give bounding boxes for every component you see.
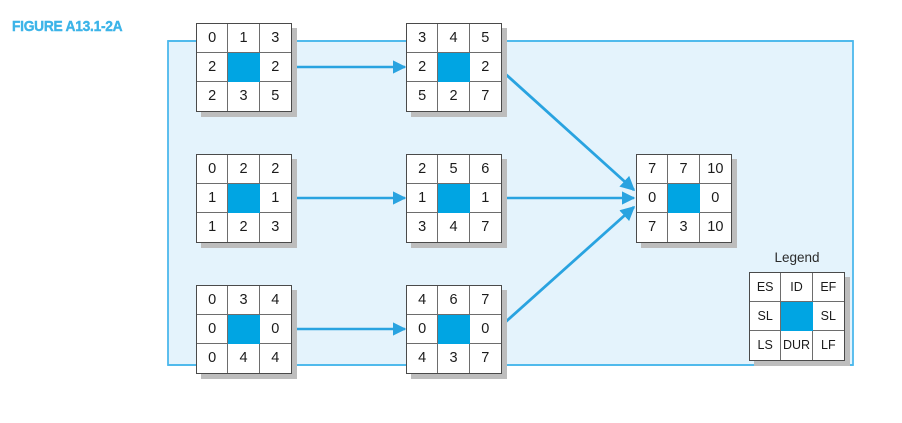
node-2-dur: 2 xyxy=(228,213,260,242)
activity-node-6[interactable]: 4 6 7 0 0 4 3 7 xyxy=(406,285,502,374)
node-7-dur: 3 xyxy=(668,213,700,242)
node-1-body xyxy=(228,53,260,82)
node-4-id: 4 xyxy=(438,24,470,53)
activity-node-4[interactable]: 3 4 5 2 2 5 2 7 xyxy=(406,23,502,112)
node-2-ef: 2 xyxy=(259,155,291,184)
node-1-id: 1 xyxy=(228,24,260,53)
node-7-sl-right: 0 xyxy=(699,184,731,213)
node-7-lf: 10 xyxy=(699,213,731,242)
node-6-ls: 4 xyxy=(407,344,439,373)
node-1-lf: 5 xyxy=(259,82,291,111)
node-7-body xyxy=(668,184,700,213)
node-4-sl-right: 2 xyxy=(469,53,501,82)
node-2-es: 0 xyxy=(197,155,229,184)
node-2-lf: 3 xyxy=(259,213,291,242)
node-4-ef: 5 xyxy=(469,24,501,53)
node-7-sl-left: 0 xyxy=(637,184,669,213)
node-6-ef: 7 xyxy=(469,286,501,315)
node-6-es: 4 xyxy=(407,286,439,315)
activity-node-7[interactable]: 7 7 10 0 0 7 3 10 xyxy=(636,154,732,243)
node-1-ls: 2 xyxy=(197,82,229,111)
node-2-sl-right: 1 xyxy=(259,184,291,213)
node-4-sl-left: 2 xyxy=(407,53,439,82)
node-5-sl-left: 1 xyxy=(407,184,439,213)
legend-cell-es: ES xyxy=(750,273,782,302)
legend-cell-dur: DUR xyxy=(781,331,813,360)
node-3-body xyxy=(228,315,260,344)
node-5-body xyxy=(438,184,470,213)
node-4-lf: 7 xyxy=(469,82,501,111)
legend-cell-body xyxy=(781,302,813,331)
activity-node-1[interactable]: 0 1 3 2 2 2 3 5 xyxy=(196,23,292,112)
activity-node-2[interactable]: 0 2 2 1 1 1 2 3 xyxy=(196,154,292,243)
node-5-dur: 4 xyxy=(438,213,470,242)
node-2-ls: 1 xyxy=(197,213,229,242)
node-2-id: 2 xyxy=(228,155,260,184)
legend-cell-ls: LS xyxy=(750,331,782,360)
node-3-id: 3 xyxy=(228,286,260,315)
node-3-lf: 4 xyxy=(259,344,291,373)
node-4-dur: 2 xyxy=(438,82,470,111)
node-5-ls: 3 xyxy=(407,213,439,242)
node-1-es: 0 xyxy=(197,24,229,53)
node-7-ef: 10 xyxy=(699,155,731,184)
node-6-body xyxy=(438,315,470,344)
node-5-lf: 7 xyxy=(469,213,501,242)
activity-node-5[interactable]: 2 5 6 1 1 3 4 7 xyxy=(406,154,502,243)
node-5-ef: 6 xyxy=(469,155,501,184)
node-6-dur: 3 xyxy=(438,344,470,373)
figure-title: FIGURE A13.1-2A xyxy=(12,18,123,35)
legend-cell-sl-right: SL xyxy=(812,302,844,331)
node-5-sl-right: 1 xyxy=(469,184,501,213)
node-6-lf: 7 xyxy=(469,344,501,373)
legend-cell-id: ID xyxy=(781,273,813,302)
node-1-dur: 3 xyxy=(228,82,260,111)
node-3-ls: 0 xyxy=(197,344,229,373)
edge-4-to-7 xyxy=(500,68,636,192)
node-1-sl-left: 2 xyxy=(197,53,229,82)
edge-6-to-7 xyxy=(500,205,636,328)
legend-title: Legend xyxy=(774,250,820,265)
node-3-dur: 4 xyxy=(228,344,260,373)
node-6-sl-left: 0 xyxy=(407,315,439,344)
legend-cell-lf: LF xyxy=(812,331,844,360)
legend-cell-sl-left: SL xyxy=(750,302,782,331)
node-3-ef: 4 xyxy=(259,286,291,315)
node-4-ls: 5 xyxy=(407,82,439,111)
node-4-body xyxy=(438,53,470,82)
activity-node-3[interactable]: 0 3 4 0 0 0 4 4 xyxy=(196,285,292,374)
node-5-id: 5 xyxy=(438,155,470,184)
node-2-sl-left: 1 xyxy=(197,184,229,213)
node-7-es: 7 xyxy=(637,155,669,184)
node-3-sl-right: 0 xyxy=(259,315,291,344)
node-2-body xyxy=(228,184,260,213)
node-6-id: 6 xyxy=(438,286,470,315)
node-6-sl-right: 0 xyxy=(469,315,501,344)
node-5-es: 2 xyxy=(407,155,439,184)
node-7-ls: 7 xyxy=(637,213,669,242)
legend-cell-ef: EF xyxy=(812,273,844,302)
node-7-id: 7 xyxy=(668,155,700,184)
node-4-es: 3 xyxy=(407,24,439,53)
node-3-sl-left: 0 xyxy=(197,315,229,344)
legend-box: ES ID EF SL SL LS DUR LF xyxy=(749,272,845,361)
node-3-es: 0 xyxy=(197,286,229,315)
node-1-ef: 3 xyxy=(259,24,291,53)
node-1-sl-right: 2 xyxy=(259,53,291,82)
